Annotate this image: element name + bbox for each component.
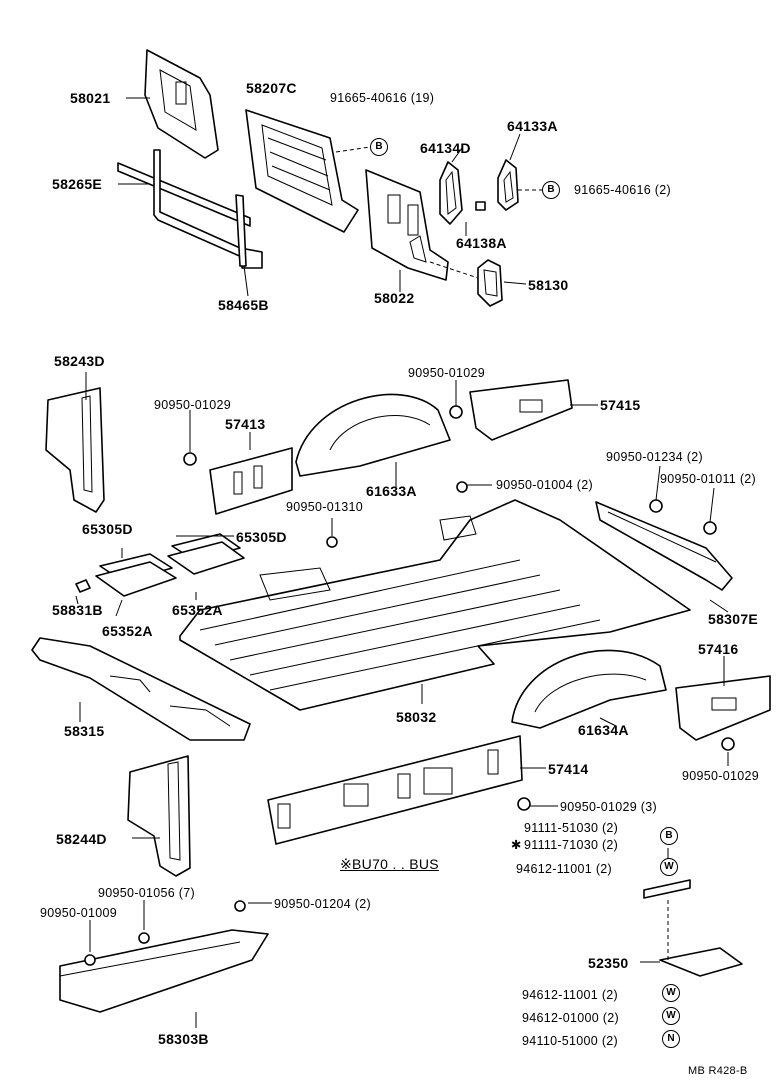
label-52350: 52350 <box>588 955 629 971</box>
part-65305D-pad-right <box>167 533 245 575</box>
label-65305D-right: 65305D <box>236 529 287 545</box>
label-57414: 57414 <box>548 761 589 777</box>
fasteners <box>84 405 735 966</box>
part-58831B-clip <box>75 579 91 593</box>
part-58244D-pillar <box>127 755 191 877</box>
label-91111-71030: 91111-71030 (2) <box>524 838 619 852</box>
label-91111-51030: 91111-51030 (2) <box>524 821 619 835</box>
label-57415: 57415 <box>600 397 641 413</box>
bolt-symbol-b-1: B <box>370 138 388 156</box>
label-65352A-right: 65352A <box>172 602 223 618</box>
label-58307E: 58307E <box>708 611 759 627</box>
label-58265E: 58265E <box>52 176 103 192</box>
bolt-symbol-b-3: B <box>660 827 678 845</box>
bus-note: ※BU70 . . BUS <box>340 856 439 872</box>
leader-bolt-19 <box>335 146 371 153</box>
part-58130-handle <box>477 259 503 307</box>
label-57416: 57416 <box>698 641 739 657</box>
label-57413: 57413 <box>225 416 266 432</box>
label-58244D: 58244D <box>56 831 107 847</box>
label-58303B: 58303B <box>158 1031 209 1047</box>
label-90950-01234: 90950-01234 (2) <box>606 450 703 464</box>
label-58032: 58032 <box>396 709 437 725</box>
leader-58130 <box>429 261 479 279</box>
label-94612-11001-top: 94612-11001 (2) <box>516 862 613 876</box>
part-64134D-gasket <box>439 161 463 225</box>
label-58021: 58021 <box>70 90 111 106</box>
label-90950-01004: 90950-01004 (2) <box>496 478 593 492</box>
label-61633A: 61633A <box>366 483 417 499</box>
part-58307E-crossmember <box>595 501 733 591</box>
washer-symbol-w-1: W <box>660 858 678 876</box>
label-90950-01204: 90950-01204 (2) <box>274 897 371 911</box>
label-90950-01029-top: 90950-01029 <box>408 366 485 380</box>
part-64138A-clip <box>475 201 486 211</box>
label-90950-01310: 90950-01310 <box>286 500 363 514</box>
label-90950-01029-right: 90950-01029 <box>682 769 759 783</box>
part-57416-panel <box>675 675 771 741</box>
part-58022-panel <box>365 169 449 281</box>
nut-symbol-n: N <box>662 1030 680 1048</box>
label-94110-51000: 94110-51000 (2) <box>522 1034 619 1048</box>
part-57415-panel <box>469 379 573 441</box>
label-65305D-left: 65305D <box>82 521 133 537</box>
label-90950-01011: 90950-01011 (2) <box>660 472 757 486</box>
part-58303B-step <box>59 929 269 1013</box>
label-58465B: 58465B <box>218 297 269 313</box>
label-91665-40616-19: 91665-40616 (19) <box>330 91 435 105</box>
part-58315-sill <box>31 637 251 741</box>
label-94612-11001-bottom: 94612-11001 (2) <box>522 988 619 1002</box>
part-61634A-wheelhouse <box>511 649 667 729</box>
part-52350-bracket <box>643 879 743 977</box>
label-65352A-left: 65352A <box>102 623 153 639</box>
part-58243D-pillar <box>45 387 105 513</box>
label-64134D: 64134D <box>420 140 471 156</box>
label-58831B: 58831B <box>52 602 103 618</box>
label-58315: 58315 <box>64 723 105 739</box>
label-91665-40616-2: 91665-40616 (2) <box>574 183 671 197</box>
label-90950-01029-3: 90950-01029 (3) <box>560 800 657 814</box>
part-61633A-wheelhouse <box>295 393 451 477</box>
part-57414-panel <box>267 735 523 845</box>
label-61634A: 61634A <box>578 722 629 738</box>
label-94612-01000: 94612-01000 (2) <box>522 1011 619 1025</box>
label-58022: 58022 <box>374 290 415 306</box>
label-58130: 58130 <box>528 277 569 293</box>
part-58032-floor <box>179 499 691 711</box>
label-64138A: 64138A <box>456 235 507 251</box>
star-symbol: ✱ <box>511 838 522 852</box>
washer-symbol-w-2: W <box>662 984 680 1002</box>
part-58021-bracket <box>144 49 219 159</box>
part-58265E-rail <box>117 149 263 269</box>
label-58207C: 58207C <box>246 80 297 96</box>
label-90950-01029-left: 90950-01029 <box>154 398 231 412</box>
label-64133A: 64133A <box>507 118 558 134</box>
label-58243D: 58243D <box>54 353 105 369</box>
part-58207C-panel <box>245 109 359 233</box>
part-65305D-pad-left <box>95 553 177 597</box>
diagram-reference: MB R428-B <box>688 1065 748 1077</box>
bolt-symbol-b-2: B <box>542 181 560 199</box>
part-57413-panel <box>209 447 293 515</box>
label-90950-01009: 90950-01009 <box>40 906 117 920</box>
washer-symbol-w-3: W <box>662 1007 680 1025</box>
label-90950-01056: 90950-01056 (7) <box>98 886 195 900</box>
part-64133A-gasket <box>497 159 519 211</box>
